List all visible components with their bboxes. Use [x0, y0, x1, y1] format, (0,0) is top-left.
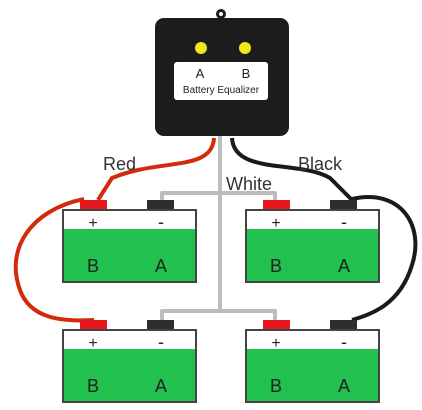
- battery-equalizer-device: A B Battery Equalizer: [155, 9, 289, 136]
- black-wire: [230, 137, 418, 322]
- white-wire-upper-branch: [160, 191, 277, 200]
- battery-1: + - B A: [62, 200, 197, 283]
- plus-sign: +: [271, 335, 280, 352]
- battery-2: + - B A: [245, 200, 380, 283]
- battery-4: + - B A: [245, 320, 380, 403]
- led-a: [195, 42, 207, 54]
- battery-label-a: A: [155, 256, 167, 276]
- device-label-a: A: [196, 66, 205, 81]
- battery-label-b: B: [87, 376, 99, 396]
- batteries: + - B A + - B A + - B A + - B A: [62, 200, 380, 403]
- battery-charge: [247, 229, 378, 281]
- battery-label-b: B: [270, 376, 282, 396]
- white-wire: [160, 135, 277, 320]
- minus-sign: -: [341, 212, 347, 232]
- battery-label-a: A: [155, 376, 167, 396]
- black-wire-label: Black: [298, 154, 343, 174]
- battery-label-a: A: [338, 256, 350, 276]
- battery-charge: [247, 349, 378, 401]
- red-wire-label: Red: [103, 154, 136, 174]
- battery-3: + - B A: [62, 320, 197, 403]
- battery-charge: [64, 229, 195, 281]
- battery-label-b: B: [87, 256, 99, 276]
- red-wire: [13, 137, 216, 323]
- plus-sign: +: [88, 335, 97, 352]
- minus-sign: -: [158, 212, 164, 232]
- minus-sign: -: [341, 332, 347, 352]
- device-label-b: B: [242, 66, 251, 81]
- battery-label-b: B: [270, 256, 282, 276]
- white-wire-lower-branch: [160, 309, 277, 320]
- white-wire-label: White: [226, 174, 272, 194]
- device-name: Battery Equalizer: [183, 85, 260, 96]
- minus-sign: -: [158, 332, 164, 352]
- device-hanging-hole-inner: [219, 12, 223, 16]
- led-b: [239, 42, 251, 54]
- device-label-panel: [174, 62, 268, 100]
- plus-sign: +: [88, 215, 97, 232]
- plus-sign: +: [271, 215, 280, 232]
- battery-charge: [64, 349, 195, 401]
- battery-label-a: A: [338, 376, 350, 396]
